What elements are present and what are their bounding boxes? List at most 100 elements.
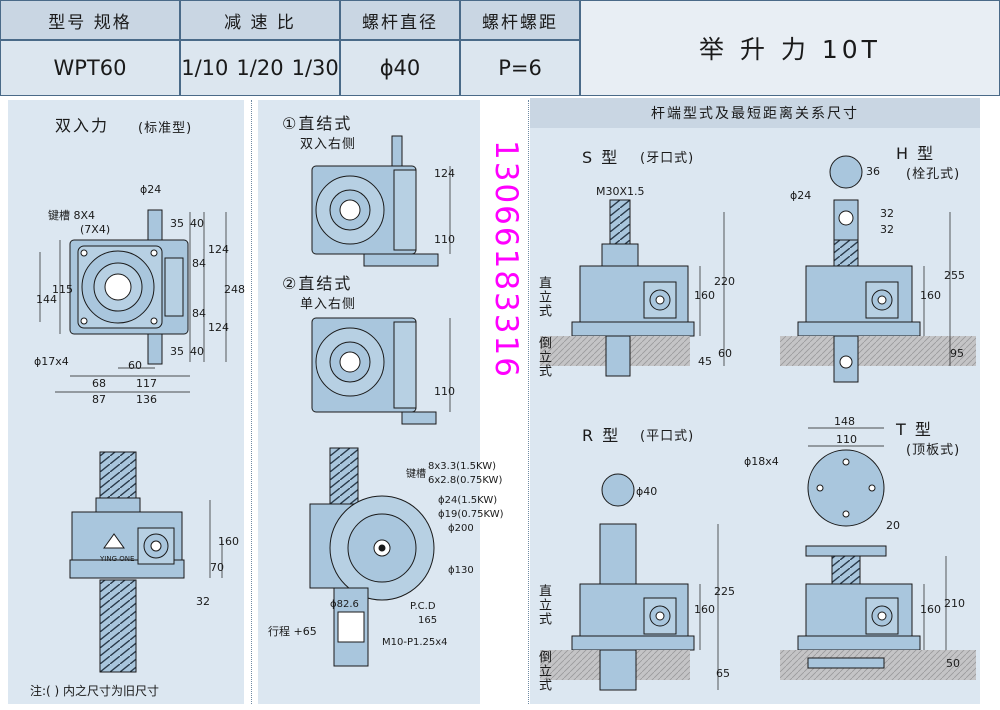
mid-dim-124: 124 (434, 167, 455, 180)
ratio-3: 1/30 (291, 56, 339, 80)
dim-35a: 35 (170, 217, 184, 230)
r-160: 160 (694, 603, 715, 616)
h-type-label: H 型 (896, 144, 936, 163)
inverted-r: 倒立式 (536, 650, 551, 692)
inverted-s: 倒立式 (536, 336, 551, 378)
h-160: 160 (920, 289, 941, 302)
mid-title-2: ②直结式 (282, 274, 353, 293)
t-type-label: T 型 (896, 420, 933, 439)
pitch-value: P=6 (460, 40, 580, 96)
t-type-drawing (797, 449, 921, 651)
t-160: 160 (920, 603, 941, 616)
left-title-note: (标准型) (138, 121, 193, 136)
dim-144: 144 (36, 293, 57, 306)
dim-160: 160 (218, 535, 239, 548)
r-225: 225 (714, 585, 735, 598)
dim-70: 70 (210, 561, 224, 574)
upright-s: 直立式 (536, 276, 551, 318)
r-type-drawing (571, 473, 695, 651)
dim-60: 60 (128, 359, 142, 372)
dim-84a: 84 (192, 257, 206, 270)
left-side-view (69, 451, 185, 673)
mid-pcd: P.C.D (410, 601, 436, 612)
ratio-2: 1/20 (236, 56, 284, 80)
h-bottom-hole (839, 355, 853, 369)
left-top-view (69, 209, 189, 365)
pitch-header: 螺杆螺距 (460, 0, 580, 40)
dim-124a: 124 (208, 243, 229, 256)
mid-dim-110b: 110 (434, 385, 455, 398)
s-bottom-rod (605, 335, 631, 377)
s-type-note: (牙口式) (640, 151, 695, 166)
t-210: 210 (944, 597, 965, 610)
r-type-note: (平口式) (640, 429, 695, 444)
lift-force: 举 升 力 10T (580, 0, 1000, 96)
ground-h (780, 336, 976, 366)
spec-table: 型号 规格 减 速 比 螺杆直径 螺杆螺距 WPT60 1/10 1/20 1/… (0, 0, 1000, 96)
t-110: 110 (836, 433, 857, 446)
mid-d19: ϕ19(0.75KW) (438, 509, 504, 520)
r-type-label: R 型 (582, 426, 621, 445)
mid-d82: ϕ82.6 (330, 599, 359, 610)
footnote: 注:( ) 内之尺寸为旧尺寸 (30, 684, 160, 698)
mid-title-1: ①直结式 (282, 114, 353, 133)
mid-key-label: 键槽 (406, 469, 426, 480)
mid-d130: ϕ130 (448, 565, 474, 576)
s-60: 60 (718, 347, 732, 360)
s-220: 220 (714, 275, 735, 288)
h-type-drawing (797, 155, 921, 337)
mid-pcd-val: 165 (418, 615, 438, 626)
model-value: WPT60 (0, 40, 180, 96)
t-50: 50 (946, 657, 960, 670)
diameter-header: 螺杆直径 (340, 0, 460, 40)
h-24: ϕ24 (790, 189, 812, 202)
ratio-header: 减 速 比 (180, 0, 340, 40)
brand-left: YING ONE (100, 555, 135, 563)
mid-d200: ϕ200 (448, 523, 474, 534)
s-m30: M30X1.5 (596, 185, 645, 198)
mid-dim-110a: 110 (434, 233, 455, 246)
divider-2 (528, 100, 529, 704)
t-20: 20 (886, 519, 900, 532)
dim-d24: ϕ24 (140, 183, 162, 196)
mid-key-2: 6x2.8(0.75KW) (428, 475, 503, 486)
t-type-note: (顶板式) (906, 443, 961, 458)
t-148: 148 (834, 415, 855, 428)
mid-stroke: 行程 +65 (268, 625, 317, 638)
mid-sub-2: 单入右侧 (300, 297, 357, 312)
h-36: 36 (866, 165, 880, 178)
dim-32: 32 (196, 595, 210, 608)
dim-248: 248 (224, 283, 245, 296)
dim-117: 117 (136, 377, 157, 390)
h-32b: 32 (880, 223, 894, 236)
dim-115: 115 (52, 283, 73, 296)
diameter-value: ϕ40 (340, 40, 460, 96)
dim-68: 68 (92, 377, 106, 390)
s-type-label: S 型 (582, 148, 620, 167)
t-18: ϕ18x4 (744, 455, 779, 468)
right-dims (699, 212, 951, 690)
h-95: 95 (950, 347, 964, 360)
ratio-values: 1/10 1/20 1/30 (180, 40, 340, 96)
dim-87: 87 (92, 393, 106, 406)
h-255: 255 (944, 269, 965, 282)
t-bottom-plate (807, 657, 885, 669)
r-40: ϕ40 (636, 485, 658, 498)
ratio-1: 1/10 (181, 56, 229, 80)
left-top-dims (39, 212, 227, 393)
mid-view-1 (311, 135, 439, 267)
mid-motor-view (309, 447, 435, 667)
section-title: 杆端型式及最短距离关系尺寸 (530, 98, 980, 128)
left-title: 双入力 (55, 116, 110, 135)
upright-r: 直立式 (536, 584, 551, 626)
phone-number: 13066183316 (488, 140, 524, 379)
r-bottom-rod (599, 649, 637, 691)
mid-m10: M10-P1.25x4 (382, 637, 448, 648)
left-side-dims (209, 500, 223, 578)
h-32a: 32 (880, 207, 894, 220)
dim-40a: 40 (190, 217, 204, 230)
dim-key: 键槽 8X4 (48, 209, 96, 222)
mid-key-1: 8x3.3(1.5KW) (428, 461, 496, 472)
dim-136: 136 (136, 393, 157, 406)
